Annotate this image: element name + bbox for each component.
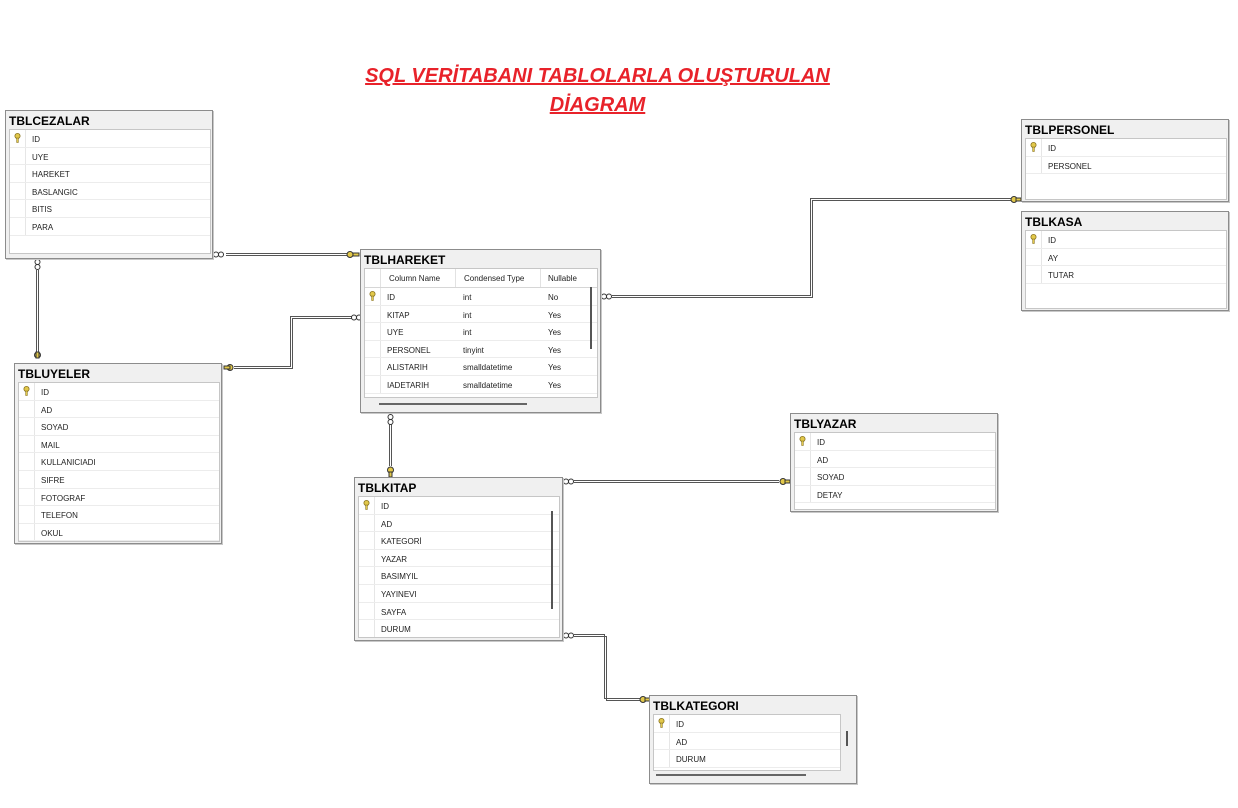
table-title: TBLCEZALAR [9, 114, 90, 128]
column-row[interactable]: UYE [10, 147, 210, 166]
table-tblkasa[interactable]: TBLKASA ID AY TUTAR [1021, 211, 1229, 311]
table-title: TBLPERSONEL [1025, 123, 1115, 137]
column-row[interactable]: BASLANGIC [10, 182, 210, 201]
diagram-title-line1: SQL VERİTABANI TABLOLARLA OLUŞTURULAN [365, 65, 830, 87]
primary-key-icon [363, 500, 370, 510]
table-title: TBLKATEGORI [653, 699, 739, 713]
vertical-scrollbar[interactable] [846, 731, 848, 746]
primary-key-icon [799, 436, 806, 446]
primary-key-icon [369, 291, 376, 301]
primary-key-icon [658, 718, 665, 728]
column-row[interactable]: HAREKET [10, 165, 210, 183]
column-row[interactable]: BASIMYIL [359, 567, 559, 585]
column-row[interactable]: BITIS [10, 200, 210, 218]
column-row[interactable]: AD [19, 400, 219, 419]
column-grid: ID AY TUTAR [1025, 230, 1227, 309]
column-row[interactable]: ID [795, 433, 995, 451]
primary-key-icon [23, 386, 30, 396]
header-nullable[interactable]: Nullable [548, 274, 577, 283]
column-grid: ID AD KATEGORİ YAZAR BASIMYIL YAYINEVI S… [358, 496, 560, 638]
table-tbluyeler[interactable]: TBLUYELER ID AD SOYAD MAIL KULLANICIADI … [14, 363, 222, 544]
primary-key-icon [1030, 234, 1037, 244]
column-row[interactable]: DURUM [654, 750, 840, 768]
column-row[interactable]: TUTAR [1026, 266, 1226, 284]
column-row[interactable]: ID [19, 383, 219, 401]
header-column-name[interactable]: Column Name [389, 274, 441, 283]
column-row[interactable]: DURUM [359, 620, 559, 637]
header-condensed-type[interactable]: Condensed Type [464, 274, 525, 283]
column-row[interactable]: ID [654, 715, 840, 733]
column-row[interactable]: DETAY [795, 485, 995, 504]
column-row[interactable]: TELEFON [19, 506, 219, 524]
column-row[interactable]: AY [1026, 248, 1226, 267]
column-grid: ID AD SOYAD DETAY [794, 432, 996, 510]
column-row[interactable]: OKUL [19, 523, 219, 541]
horizontal-scrollbar[interactable] [656, 774, 806, 776]
column-row[interactable]: YAZAR [359, 549, 559, 568]
column-row[interactable]: SAYFA [359, 602, 559, 621]
table-title: TBLYAZAR [794, 417, 857, 431]
table-tblyazar[interactable]: TBLYAZAR ID AD SOYAD DETAY [790, 413, 998, 512]
column-grid: ID AD SOYAD MAIL KULLANICIADI SIFRE FOTO… [18, 382, 220, 542]
column-row[interactable]: MAIL [19, 435, 219, 454]
column-row[interactable]: ID [1026, 231, 1226, 249]
column-row[interactable]: YAYINEVI [359, 584, 559, 603]
diagram-title: SQL VERİTABANI TABLOLARLA OLUŞTURULAN Dİ… [340, 62, 855, 120]
table-tblkategori[interactable]: TBLKATEGORI ID AD DURUM [649, 695, 857, 784]
column-row[interactable]: PERSONEL [1026, 156, 1226, 175]
column-row[interactable]: ID [1026, 139, 1226, 157]
column-row[interactable]: SOYAD [19, 418, 219, 436]
column-grid: ID PERSONEL [1025, 138, 1227, 200]
column-grid: ID AD DURUM [653, 714, 841, 771]
table-title: TBLKASA [1025, 215, 1083, 229]
vertical-scrollbar[interactable] [551, 511, 553, 609]
vertical-scrollbar[interactable] [590, 287, 592, 349]
column-row[interactable]: AD [359, 514, 559, 533]
column-row[interactable]: ID [10, 130, 210, 148]
primary-key-icon [14, 133, 21, 143]
rel-hareket-uyeler [234, 316, 352, 367]
column-row[interactable]: KULLANICIADI [19, 453, 219, 471]
table-title: TBLUYELER [18, 367, 90, 381]
column-grid: ID UYE HAREKET BASLANGIC BITIS PARA [9, 129, 211, 254]
column-row[interactable]: AD [795, 450, 995, 469]
rel-kitap-kategori [574, 634, 640, 699]
rel-hareket-personel [612, 198, 1012, 296]
table-tblcezalar[interactable]: TBLCEZALAR ID UYE HAREKET BASLANGIC BITI… [5, 110, 213, 259]
column-row[interactable]: SOYAD [795, 468, 995, 486]
table-tblhareket[interactable]: TBLHAREKET Column Name Condensed Type Nu… [360, 249, 601, 413]
primary-key-icon [1030, 142, 1037, 152]
diagram-title-line2: DİAGRAM [549, 94, 646, 116]
grid-header: Column Name Condensed Type Nullable [365, 269, 597, 288]
column-row[interactable]: PARA [10, 217, 210, 236]
column-row[interactable]: SIFRE [19, 470, 219, 489]
horizontal-scrollbar[interactable] [379, 403, 527, 405]
column-row[interactable]: AD [654, 732, 840, 751]
column-row[interactable]: FOTOGRAF [19, 488, 219, 507]
column-row[interactable]: KATEGORİ [359, 532, 559, 550]
table-tblkitap[interactable]: TBLKITAP ID AD KATEGORİ YAZAR BASIMYIL Y… [354, 477, 563, 641]
table-tblpersonel[interactable]: TBLPERSONEL ID PERSONEL [1021, 119, 1229, 202]
column-row[interactable]: ID [359, 497, 559, 515]
table-title: TBLKITAP [358, 481, 417, 495]
table-title: TBLHAREKET [364, 253, 446, 267]
